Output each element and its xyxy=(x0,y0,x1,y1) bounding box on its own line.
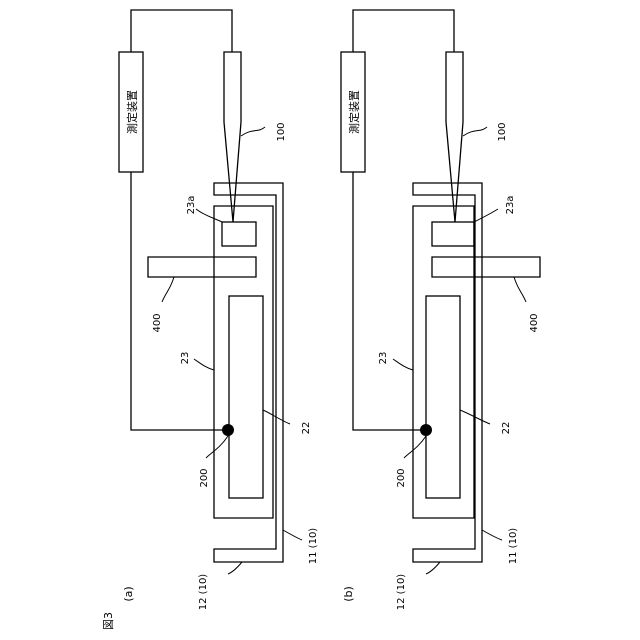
arm xyxy=(148,257,256,277)
leader-12 xyxy=(228,562,242,574)
wire-top xyxy=(353,10,454,52)
label-200: 200 xyxy=(199,468,210,487)
leader-200 xyxy=(404,436,426,458)
leader-23a xyxy=(196,209,222,222)
label-22: 22 xyxy=(501,422,512,435)
label-23: 23 xyxy=(180,352,191,365)
label-12: 12 (10) xyxy=(198,574,209,611)
label-200: 200 xyxy=(396,468,407,487)
leader-200 xyxy=(206,436,228,458)
label-100: 100 xyxy=(497,122,508,141)
label-23a: 23a xyxy=(505,196,516,215)
wire-top xyxy=(131,10,232,52)
leader-100 xyxy=(463,127,487,136)
plate-22 xyxy=(229,296,263,498)
substrate-frame xyxy=(413,183,482,562)
panel-b: 測定装置 100 23a 400 23 200 22 11 (10) 12 ( xyxy=(341,10,540,610)
contact-point xyxy=(420,424,432,436)
label-100: 100 xyxy=(276,122,287,141)
leader-12 xyxy=(426,562,440,574)
plate-22 xyxy=(426,296,460,498)
leader-11 xyxy=(482,530,502,540)
panel-a-caption: (a) xyxy=(122,586,135,601)
electrode-top-23a xyxy=(222,222,256,246)
electrode-body xyxy=(413,206,474,518)
panel-b-caption: (b) xyxy=(342,586,355,602)
probe-needle xyxy=(224,52,241,222)
label-12: 12 (10) xyxy=(396,574,407,611)
leader-400 xyxy=(162,277,174,302)
label-400: 400 xyxy=(529,313,540,332)
wire-bottom xyxy=(353,172,426,430)
leader-100 xyxy=(241,127,265,136)
label-22: 22 xyxy=(301,422,312,435)
figure-number: 図3 xyxy=(102,612,115,630)
contact-point xyxy=(222,424,234,436)
label-11: 11 (10) xyxy=(508,528,519,565)
label-23a: 23a xyxy=(186,196,197,215)
leader-11 xyxy=(283,530,302,540)
label-23: 23 xyxy=(378,352,389,365)
leader-23a xyxy=(474,209,498,222)
panel-a: 測定装置 100 23a 400 23 200 22 11 (10) 12 ( xyxy=(119,10,319,610)
measuring-device-label: 測定装置 xyxy=(125,90,139,134)
leader-23 xyxy=(194,359,214,370)
measuring-device-label: 測定装置 xyxy=(347,90,361,134)
electrode-body xyxy=(214,206,273,518)
label-400: 400 xyxy=(152,313,163,332)
leader-400 xyxy=(514,277,526,302)
probe-needle xyxy=(446,52,463,222)
label-11: 11 (10) xyxy=(308,528,319,565)
arm xyxy=(432,257,540,277)
electrode-top-23a xyxy=(432,222,474,246)
leader-23 xyxy=(393,359,413,370)
